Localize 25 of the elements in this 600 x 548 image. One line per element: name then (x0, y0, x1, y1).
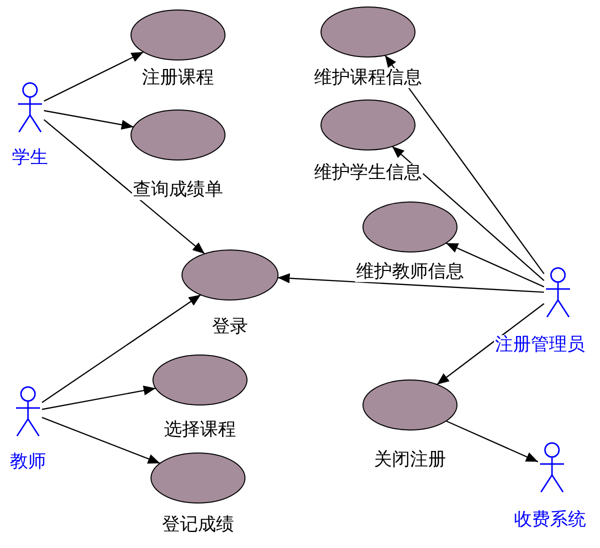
use-case-label: 查询成绩单 (132, 180, 224, 200)
arrow (44, 110, 134, 130)
use-case-label: 登录 (211, 317, 249, 337)
use-case-label: 关闭注册 (373, 450, 447, 470)
use-case-label: 维护学生信息 (313, 163, 423, 183)
use-case-label: 注册课程 (141, 68, 215, 88)
use-case-label: 维护课程信息 (313, 68, 423, 88)
arrow (42, 294, 202, 403)
arrow (436, 303, 544, 385)
actor-label: 教师 (9, 452, 47, 472)
arrow (446, 420, 538, 462)
arrow (44, 119, 205, 254)
arrow (44, 51, 144, 102)
actor-label: 收费系统 (513, 510, 587, 530)
arrow (446, 242, 544, 288)
arrow (42, 416, 160, 464)
use-case-label: 登记成绩 (161, 515, 235, 535)
arrow (42, 386, 156, 410)
use-case-label: 选择课程 (163, 420, 237, 440)
use-case-label: 维护教师信息 (355, 262, 465, 282)
arrow (384, 54, 544, 274)
arrow (392, 146, 544, 282)
actor-label: 注册管理员 (494, 335, 586, 355)
actor-label: 学生 (11, 148, 49, 168)
arrow (278, 273, 544, 293)
